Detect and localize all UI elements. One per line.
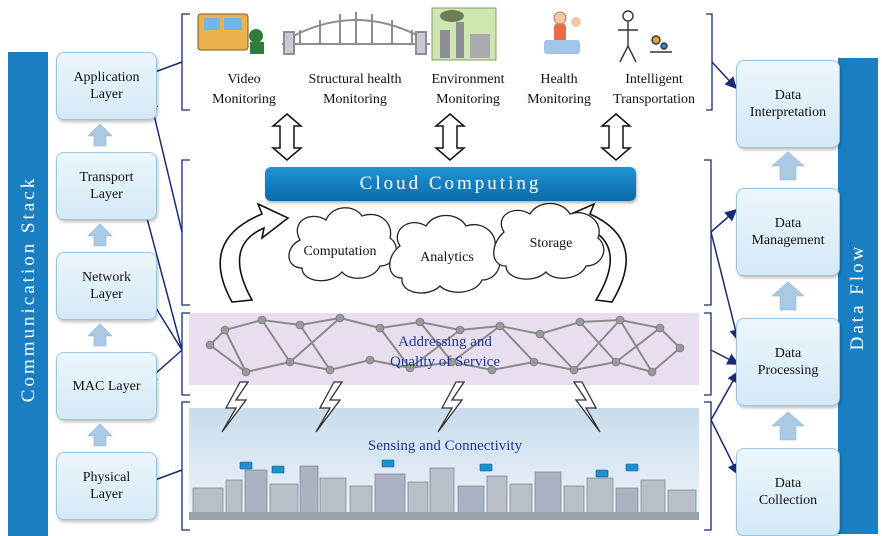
video-monitoring-icon	[197, 13, 264, 54]
transportation-icon	[618, 10, 672, 63]
connector-cloud-to-management	[710, 209, 738, 233]
up-arrow-flow-1	[771, 151, 805, 181]
storage-label: Storage	[529, 236, 573, 251]
lightning-icon-4	[572, 381, 601, 433]
double-arrow-2	[433, 113, 467, 161]
double-arrow-1	[270, 113, 304, 161]
connector-cloud-to-application-layer	[146, 96, 183, 233]
city-skyline-illustration	[189, 465, 699, 520]
curved-arrow-left	[219, 202, 290, 303]
connector-cloud-to-processing	[710, 231, 742, 342]
up-arrow-stack-4	[87, 423, 113, 447]
app-intelligent-transportation-label: Intelligent Transportation	[613, 72, 695, 107]
data-interpretation-step: Data Interpretation	[736, 60, 840, 148]
app-structural-health-label: Structural health Monitoring	[308, 72, 402, 107]
up-arrow-stack-1	[87, 123, 113, 147]
data-processing-step: Data Processing	[736, 318, 840, 406]
communication-stack-title: Communication Stack	[18, 175, 39, 403]
data-flow-title: Data Flow	[847, 243, 868, 351]
app-environment-monitoring-label: Environment Monitoring	[431, 72, 505, 107]
lightning-icon-1	[221, 381, 250, 433]
sensing-connectivity-label: Sensing and Connectivity	[367, 438, 523, 454]
lightning-icon-2	[315, 381, 344, 433]
bracket-apps-left	[181, 13, 190, 111]
network-layer: Network Layer	[56, 252, 157, 320]
connector-apps-to-interpretation	[711, 61, 738, 90]
transport-layer: Transport Layer	[56, 152, 157, 220]
up-arrow-flow-2	[771, 281, 805, 311]
network-band	[189, 313, 699, 385]
up-arrow-stack-3	[87, 323, 113, 347]
cloud-computing-bar: Cloud Computing	[265, 167, 636, 201]
bracket-network-right	[704, 312, 712, 396]
cloud-storage	[493, 202, 605, 280]
health-icon	[544, 11, 581, 54]
mac-layer: MAC Layer	[56, 352, 157, 420]
bracket-sensing-left	[181, 401, 190, 531]
application-layer: Application Layer	[56, 52, 157, 120]
connector-sensing-to-processing	[710, 370, 739, 421]
connector-network-to-processing	[710, 349, 740, 365]
cloud-analytics	[389, 214, 501, 294]
app-video-monitoring-label: Video Monitoring	[212, 72, 276, 107]
bridge-icon	[282, 12, 430, 55]
sensor-camera-icons	[239, 459, 639, 478]
communication-stack-bar	[8, 52, 48, 536]
data-collection-step: Data Collection	[736, 448, 840, 536]
bracket-sensing-right	[704, 401, 712, 531]
data-flow-bar	[838, 58, 878, 534]
app-health-monitoring-label: Health Monitoring	[527, 72, 591, 107]
connector-sensing-to-collection	[710, 419, 739, 476]
up-arrow-flow-3	[771, 411, 805, 441]
data-management-step: Data Management	[736, 188, 840, 276]
bracket-cloud-left	[181, 159, 190, 306]
factory-icon	[431, 7, 497, 61]
analytics-label: Analytics	[420, 250, 474, 265]
addressing-qos-label: Addressing and Quality of Service	[390, 334, 500, 370]
up-arrow-stack-2	[87, 223, 113, 247]
bracket-cloud-right	[704, 159, 712, 306]
mesh-nodes	[205, 313, 685, 377]
double-arrow-3	[599, 113, 633, 161]
bracket-network-left	[181, 312, 190, 396]
computation-label: Computation	[303, 244, 377, 259]
physical-layer: Physical Layer	[56, 452, 157, 520]
lightning-icon-3	[437, 381, 466, 433]
